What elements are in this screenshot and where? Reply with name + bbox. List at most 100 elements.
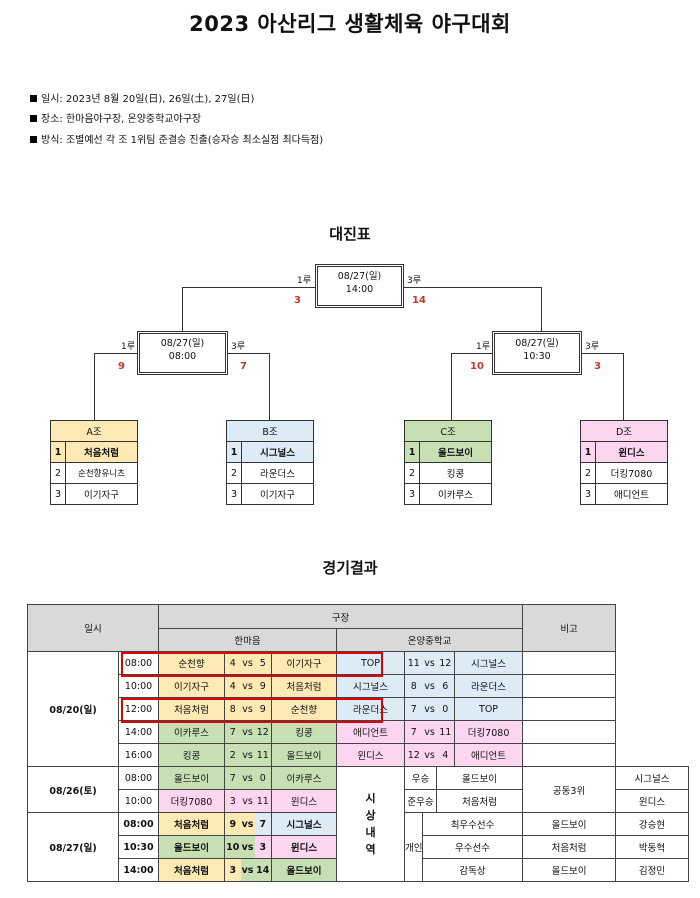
score-cell: 7 [224, 766, 241, 790]
team-cell: 윈디스 [271, 835, 338, 859]
team-cell: 라운더스 [454, 674, 524, 698]
header-venue-hanmaum: 한마음 [158, 628, 338, 652]
team-cell: 이기자구 [158, 674, 226, 698]
date-cell: 08/27(일) [27, 812, 119, 882]
team-cell: 시그널스 [271, 812, 338, 836]
bracket-line [182, 287, 183, 332]
team-cell: 킹콩 [271, 720, 338, 744]
team-cell: 애디언트 [336, 720, 406, 744]
group-team: 순천향유니츠 [65, 462, 138, 484]
highlight-box [121, 698, 383, 723]
team-cell: 이기자구 [271, 651, 338, 675]
award-team: 올드보이 [522, 858, 617, 882]
award-team: 시그널스 [615, 766, 689, 790]
header-venue-onyang: 온양중학교 [336, 628, 524, 652]
bracket-line [94, 353, 95, 421]
semi-left-time: 08:00 [168, 351, 197, 362]
team-cell: 올드보이 [271, 743, 338, 767]
group-rank: 2 [50, 462, 66, 484]
table-row: 16:00 킹콩 2 vs 11 올드보이 윈디스 12 vs 4 애디언트 [28, 743, 689, 767]
bullet-square-icon [30, 115, 37, 122]
semi-left-left-score: 9 [118, 361, 125, 372]
team-cell: 애디언트 [454, 743, 524, 767]
vs-cell: vs [240, 697, 255, 721]
group-team: 킹콩 [419, 462, 492, 484]
bracket-line [451, 353, 452, 421]
results-table: 일시 구장 비고 한마음 온양중학교 08/20(일) 08:00 순천향 4 … [26, 604, 689, 882]
award-title: 우수선수 [422, 835, 524, 859]
bracket-line [623, 353, 624, 421]
group-rank: 1 [404, 441, 420, 463]
score-cell: 6 [436, 674, 456, 698]
bracket-line [182, 287, 316, 288]
award-title: 준우승 [404, 789, 438, 813]
award-player: 박동혁 [615, 835, 689, 859]
score-cell: 11 [404, 651, 423, 675]
note-cell [522, 743, 617, 767]
bracket-line [269, 353, 270, 421]
team-cell: 시그널스 [454, 651, 524, 675]
bullet-square-icon [30, 136, 37, 143]
team-cell: 윈디스 [336, 743, 406, 767]
team-cell: 올드보이 [158, 835, 226, 859]
bracket-line [541, 287, 542, 332]
group-team: 라운더스 [241, 462, 314, 484]
team-cell: 이카루스 [271, 766, 338, 790]
time-cell: 08:00 [117, 766, 160, 790]
score-cell: 9 [224, 812, 241, 836]
team-cell: TOP [336, 651, 406, 675]
vs-cell: vs [240, 674, 255, 698]
score-cell: 7 [404, 720, 423, 744]
page-title: 2023 아산리그 생활체육 야구대회 [189, 12, 511, 36]
header-note: 비고 [522, 604, 617, 652]
semifinal-right-box: 08/27(일) 10:30 [492, 331, 582, 375]
final-right-score: 14 [412, 295, 426, 306]
vs-cell: vs [240, 835, 255, 859]
semi-right-left-label: 1루 [476, 342, 491, 352]
team-cell: 킹콩 [158, 743, 226, 767]
award-title: 우승 [404, 766, 438, 790]
vs-cell: vs [240, 720, 255, 744]
time-cell: 12:00 [117, 697, 160, 721]
vs-cell: vs [422, 743, 437, 767]
table-row: 14:00 처음처럼 3 vs 14 올드보이 감독상 올드보이 김정민 [28, 858, 689, 882]
group-team: 올드보이 [419, 441, 492, 463]
award-team: 올드보이 [522, 812, 617, 836]
score-cell: 0 [436, 697, 456, 721]
info-date-text: 일시: 2023년 8월 20일(日), 26일(土), 27일(日) [41, 94, 255, 105]
bracket-line [228, 353, 270, 354]
results-title: 경기결과 [322, 559, 378, 577]
info-date: 일시: 2023년 8월 20일(日), 26일(土), 27일(日) [30, 93, 254, 106]
score-cell: 4 [436, 743, 456, 767]
team-cell: 이카루스 [158, 720, 226, 744]
semi-left-right-score: 7 [240, 361, 247, 372]
vs-cell: vs [422, 697, 437, 721]
info-venue-text: 장소: 한마음야구장, 온양중학교야구장 [41, 114, 202, 125]
time-cell: 08:00 [117, 812, 160, 836]
header-date: 일시 [26, 604, 160, 652]
award-team: 처음처럼 [436, 789, 524, 813]
score-cell: 11 [436, 720, 456, 744]
vs-cell: vs [240, 812, 255, 836]
group-team: 이기자구 [65, 483, 138, 505]
date-cell: 08/26(토) [27, 766, 119, 813]
score-cell: 12 [436, 651, 456, 675]
team-cell: 더킹7080 [454, 720, 524, 744]
semifinal-left-box: 08/27(일) 08:00 [137, 331, 228, 375]
score-cell: 12 [404, 743, 423, 767]
vs-cell: vs [240, 766, 255, 790]
vs-cell: vs [422, 674, 437, 698]
score-cell: 3 [254, 835, 273, 859]
score-cell: 9 [254, 674, 273, 698]
award-title: 최우수선수 [422, 812, 524, 836]
group-team: 이카루스 [419, 483, 492, 505]
group-rank: 1 [226, 441, 242, 463]
bracket-line [404, 287, 542, 288]
semi-right-time: 10:30 [523, 351, 551, 362]
group-rank: 3 [226, 483, 242, 505]
vs-cell: vs [422, 720, 437, 744]
team-cell: 처음처럼 [271, 674, 338, 698]
